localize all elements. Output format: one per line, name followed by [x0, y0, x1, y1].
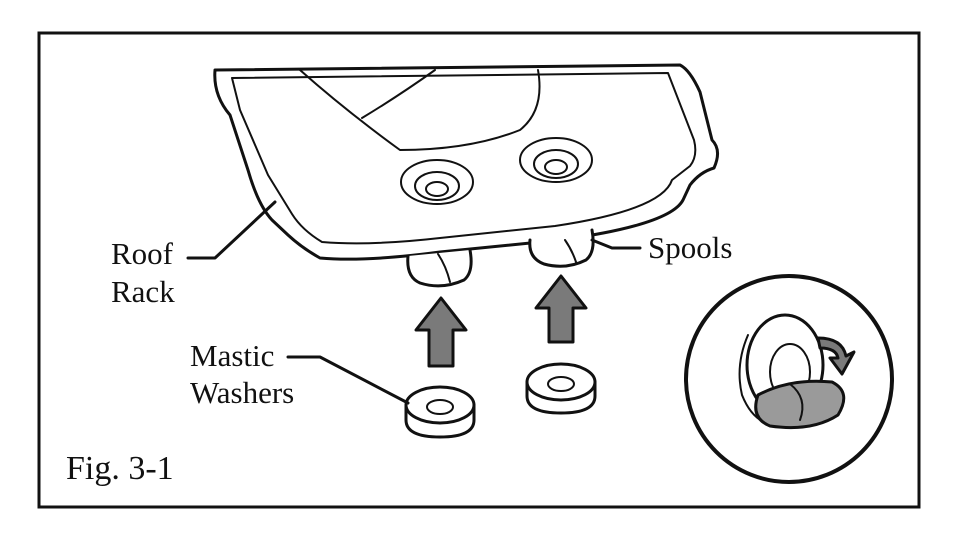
label-washers: Washers	[190, 375, 294, 410]
rotate-arrow-icon	[816, 336, 856, 376]
mastic-washer-left	[404, 385, 476, 439]
spool-left	[406, 248, 473, 288]
figure-frame	[37, 31, 921, 509]
label-spools: Spools	[648, 230, 732, 265]
figure-caption: Fig. 3-1	[66, 450, 174, 487]
mastic-washer-right	[525, 362, 597, 415]
roof-rack-leader	[186, 200, 277, 260]
mounting-hole-right	[519, 137, 593, 183]
up-arrow-icon	[534, 274, 588, 344]
spool-right	[528, 228, 595, 268]
label-roof-rack-line1: Roof	[111, 236, 174, 271]
mastic-washers-leader	[286, 355, 410, 405]
spools-leader	[590, 238, 642, 250]
label-roof-rack-line2: Rack	[111, 274, 175, 309]
up-arrow-icon	[414, 296, 468, 368]
roof-rack-foot	[213, 63, 719, 261]
detail-inset	[684, 274, 894, 484]
mounting-hole-left	[400, 159, 474, 205]
label-mastic: Mastic	[190, 338, 274, 373]
